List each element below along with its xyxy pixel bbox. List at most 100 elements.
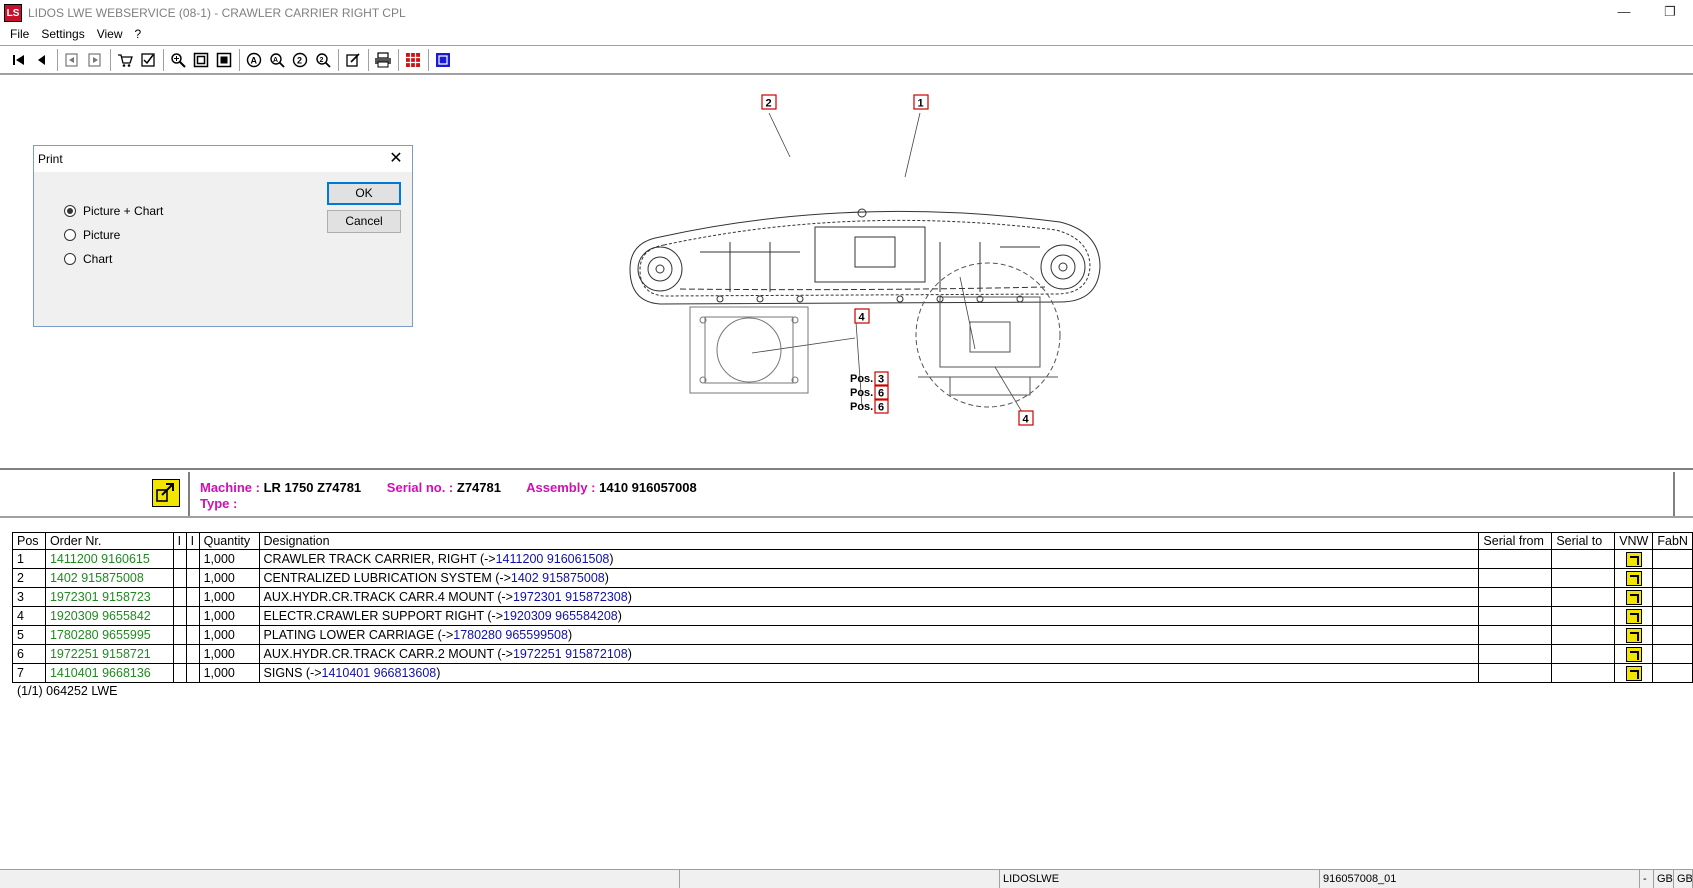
svg-text:Pos.: Pos. bbox=[850, 373, 873, 385]
restore-button[interactable]: ❐ bbox=[1664, 4, 1676, 19]
header-serial-from[interactable]: Serial from bbox=[1478, 532, 1553, 550]
header-i-1[interactable]: I bbox=[172, 532, 187, 550]
cell-serial-from bbox=[1478, 663, 1553, 683]
cell-vnw bbox=[1614, 644, 1654, 664]
status-cell-user: LIDOSLWE bbox=[1000, 870, 1320, 888]
zoom-in-icon[interactable] bbox=[167, 49, 189, 71]
minimize-button[interactable]: — bbox=[1617, 4, 1631, 19]
vnw-link-icon[interactable] bbox=[152, 479, 180, 507]
cell-fabn bbox=[1652, 644, 1693, 664]
cell-vnw bbox=[1614, 663, 1654, 683]
cell-order-nr[interactable]: 1411200 9160615 bbox=[44, 549, 174, 569]
assembly-link[interactable]: 1410401 966813608 bbox=[321, 666, 437, 680]
menu-view[interactable]: View bbox=[96, 27, 123, 41]
cell-i-1 bbox=[172, 587, 187, 607]
callout-4-detail[interactable]: 4 bbox=[1018, 410, 1034, 426]
assembly-link[interactable]: 1780280 965599508 bbox=[453, 628, 568, 642]
search-3-icon[interactable]: 2 bbox=[312, 49, 334, 71]
assembly-link[interactable]: 1920309 965584208 bbox=[503, 609, 618, 623]
designation-close: ) bbox=[609, 552, 614, 566]
header-designation[interactable]: Designation bbox=[258, 532, 1480, 550]
radio-label: Picture + Chart bbox=[83, 204, 164, 218]
grid-icon[interactable] bbox=[402, 49, 424, 71]
title-bar: LS LIDOS LWE WEBSERVICE (08-1) - CRAWLER… bbox=[0, 0, 1693, 26]
callout-1[interactable]: 1 bbox=[913, 94, 929, 110]
callout-4-plate[interactable]: 4 bbox=[854, 308, 870, 324]
svg-text:2: 2 bbox=[766, 98, 772, 110]
assembly-link[interactable]: 1402 915875008 bbox=[510, 571, 605, 585]
radio-chart[interactable]: Chart bbox=[64, 252, 112, 266]
assembly-link[interactable]: 1411200 916061508 bbox=[495, 552, 610, 566]
designation-close: ) bbox=[604, 571, 609, 585]
cell-quantity: 1,000 bbox=[198, 644, 260, 664]
menu-help[interactable]: ? bbox=[134, 27, 142, 41]
svg-text:1: 1 bbox=[918, 98, 924, 110]
header-order-nr[interactable]: Order Nr. bbox=[44, 532, 174, 550]
cell-i-1 bbox=[172, 549, 187, 569]
close-icon[interactable]: ✕ bbox=[389, 150, 403, 167]
search-b-icon[interactable]: A bbox=[266, 49, 288, 71]
cell-order-nr[interactable]: 1780280 9655995 bbox=[44, 625, 174, 645]
designation-text: AUX.HYDR.CR.TRACK CARR.2 MOUNT (-> bbox=[263, 647, 513, 661]
cancel-button[interactable]: Cancel bbox=[327, 210, 401, 233]
header-fabn[interactable]: FabN bbox=[1652, 532, 1693, 550]
cell-i-1 bbox=[172, 663, 187, 683]
vnw-link-icon[interactable] bbox=[1625, 646, 1642, 662]
cell-i-1 bbox=[172, 644, 187, 664]
vnw-link-icon[interactable] bbox=[1625, 627, 1642, 643]
header-vnw[interactable]: VNW bbox=[1614, 532, 1654, 550]
cell-vnw bbox=[1614, 606, 1654, 626]
cell-order-nr[interactable]: 1402 915875008 bbox=[44, 568, 174, 588]
vnw-link-icon[interactable] bbox=[1625, 570, 1642, 586]
checklist-icon[interactable] bbox=[137, 49, 159, 71]
vnw-link-icon[interactable] bbox=[1625, 589, 1642, 605]
radio-button[interactable] bbox=[64, 229, 76, 241]
radio-picture[interactable]: Picture bbox=[64, 228, 120, 242]
forward-icon[interactable] bbox=[84, 49, 106, 71]
assembly-link[interactable]: 1972301 915872308 bbox=[512, 590, 628, 604]
search-a-icon[interactable]: A bbox=[243, 49, 265, 71]
callout-2[interactable]: 2 bbox=[761, 94, 777, 110]
back-icon[interactable] bbox=[61, 49, 83, 71]
cell-order-nr[interactable]: 1920309 9655842 bbox=[44, 606, 174, 626]
header-serial-to[interactable]: Serial to bbox=[1551, 532, 1616, 550]
header-quantity[interactable]: Quantity bbox=[198, 532, 260, 550]
header-i-2[interactable]: I bbox=[185, 532, 200, 550]
cart-icon[interactable] bbox=[114, 49, 136, 71]
cell-vnw bbox=[1614, 587, 1654, 607]
cell-order-nr[interactable]: 1972251 9158721 bbox=[44, 644, 174, 664]
header-pos[interactable]: Pos bbox=[12, 532, 46, 550]
fit-page-icon[interactable] bbox=[190, 49, 212, 71]
menu-file[interactable]: File bbox=[10, 27, 30, 41]
cell-order-nr[interactable]: 1410401 9668136 bbox=[44, 663, 174, 683]
crawler-track-outline bbox=[629, 208, 1101, 305]
fit-width-icon[interactable] bbox=[213, 49, 235, 71]
cell-designation: SIGNS (->1410401 966813608) bbox=[258, 663, 1480, 683]
menu-settings[interactable]: Settings bbox=[41, 27, 85, 41]
vnw-link-icon[interactable] bbox=[1625, 665, 1642, 681]
search-2-icon[interactable]: 2 bbox=[289, 49, 311, 71]
status-cell-document: 916057008_01 bbox=[1320, 870, 1640, 888]
radio-button-selected[interactable] bbox=[64, 205, 76, 217]
vnw-link-icon[interactable] bbox=[1625, 608, 1642, 624]
first-page-icon[interactable] bbox=[8, 49, 30, 71]
radio-picture-chart[interactable]: Picture + Chart bbox=[64, 204, 163, 218]
edit-icon[interactable] bbox=[342, 49, 364, 71]
cell-order-nr[interactable]: 1972301 9158723 bbox=[44, 587, 174, 607]
print-icon[interactable] bbox=[372, 49, 394, 71]
assembly-link[interactable]: 1972251 915872108 bbox=[512, 647, 628, 661]
blue-square-icon[interactable] bbox=[432, 49, 454, 71]
window-title: LIDOS LWE WEBSERVICE (08-1) - CRAWLER CA… bbox=[28, 6, 406, 20]
vnw-link-icon[interactable] bbox=[1625, 551, 1642, 567]
radio-button[interactable] bbox=[64, 253, 76, 265]
ok-button[interactable]: OK bbox=[327, 182, 401, 205]
previous-page-icon[interactable] bbox=[31, 49, 53, 71]
